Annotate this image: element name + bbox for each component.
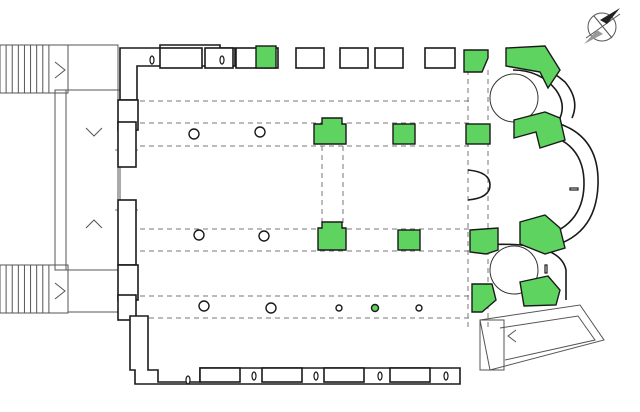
highlighted-pier: [513, 111, 566, 149]
column-base: [265, 302, 277, 314]
column-base: [198, 300, 210, 312]
highlighted-pier: [469, 227, 499, 255]
south-east-annex: [479, 304, 605, 371]
highlighted-pier: [392, 123, 416, 145]
west-staircases: [0, 44, 121, 314]
column-base: [415, 304, 423, 312]
column-bases: [188, 126, 423, 314]
highlighted-pier: [463, 49, 489, 73]
north-arrow-icon: [584, 8, 621, 44]
column-base: [193, 229, 205, 241]
column-base: [254, 126, 266, 138]
highlighted-pier: [255, 45, 277, 69]
highlighted-piers: [255, 45, 566, 313]
column-base: [335, 304, 343, 312]
dashed-axis-lines: [115, 70, 489, 330]
highlighted-pier: [313, 117, 347, 145]
outer-walls: [117, 44, 461, 385]
highlighted-pier: [471, 283, 497, 313]
wall-niches: [149, 55, 579, 385]
column-base: [188, 128, 200, 140]
highlighted-pier: [505, 45, 561, 90]
highlighted-pier: [519, 275, 561, 307]
column-base: [258, 230, 270, 242]
highlighted-pier: [397, 229, 421, 251]
highlighted-pier: [465, 123, 491, 145]
highlighted-pier: [317, 221, 347, 251]
highlighted-column: [370, 303, 380, 313]
entrance-arrows: [54, 61, 517, 343]
highlighted-pier: [519, 214, 566, 255]
